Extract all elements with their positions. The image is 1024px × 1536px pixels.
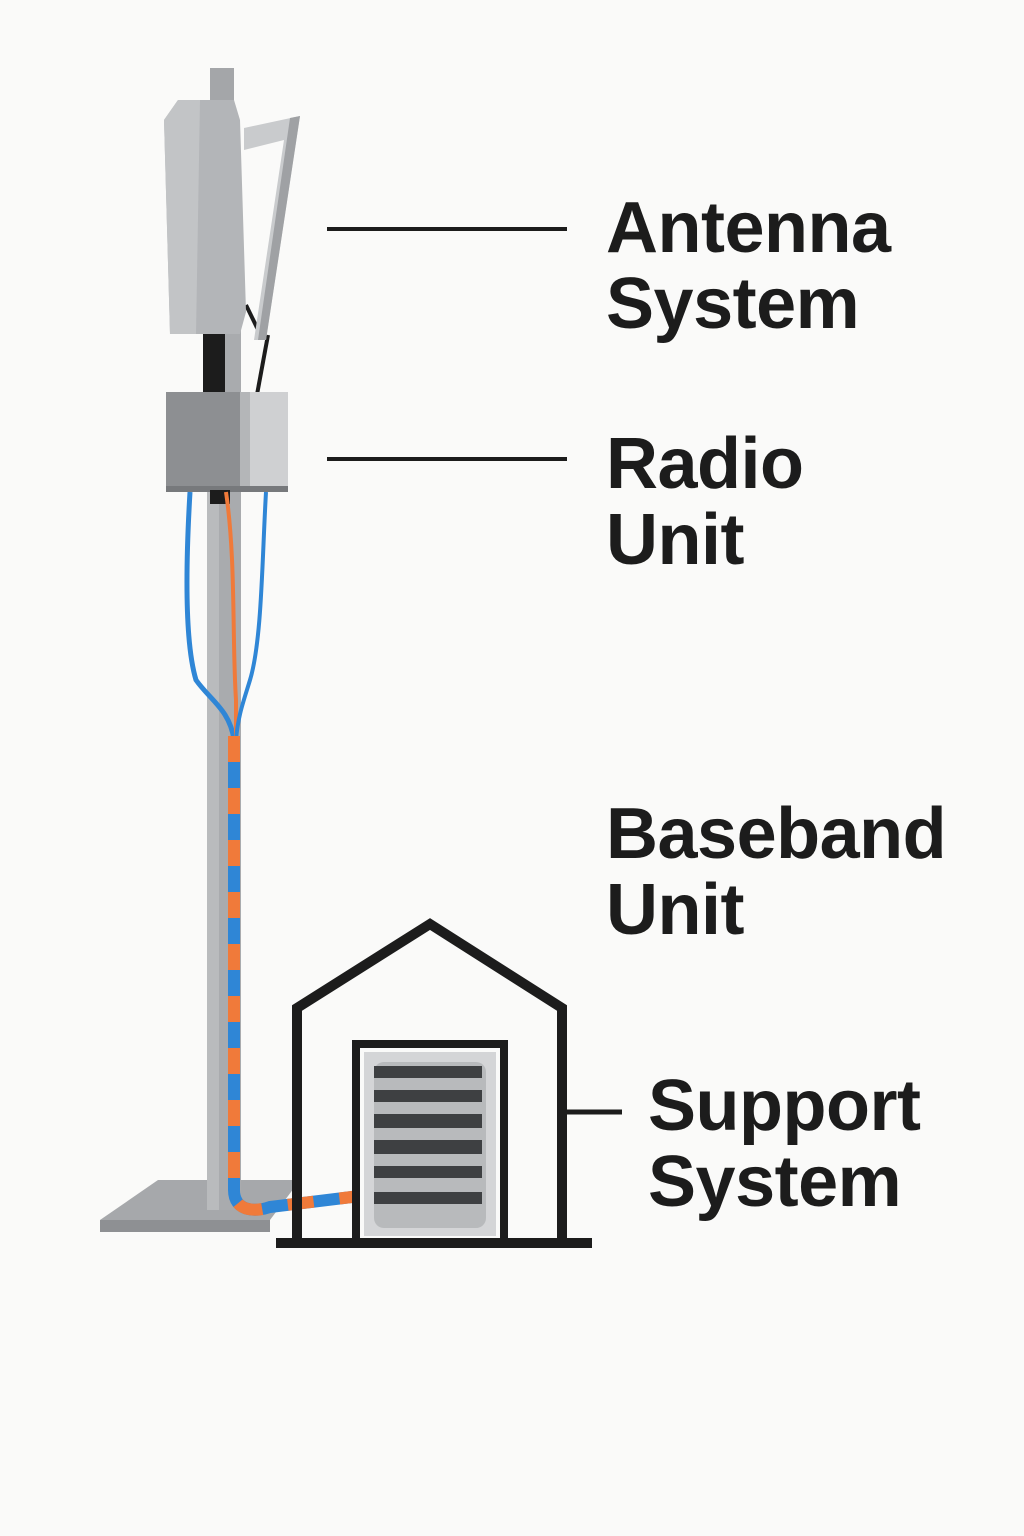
support-label-line2: System (648, 1142, 902, 1222)
baseband-label-line1: Baseband (606, 794, 947, 874)
antenna-label-line1: Antenna (606, 188, 891, 268)
radio-unit-box (166, 392, 288, 504)
radio-unit-label: Radio Unit (606, 426, 804, 578)
fronthaul-cables (184, 491, 268, 741)
feeder-cable-black (203, 330, 225, 400)
antenna-system-label: Antenna System (606, 190, 891, 342)
radio-label-line1: Radio (606, 424, 804, 504)
support-system-label: Support System (648, 1066, 921, 1222)
baseband-rack (352, 1040, 508, 1246)
baseband-label-line2: Unit (606, 870, 744, 950)
radio-label-line2: Unit (606, 500, 744, 580)
antenna-label-line2: System (606, 264, 860, 344)
feeder-cable-thin (254, 334, 270, 401)
antenna-panel (164, 68, 300, 340)
support-label-line1: Support (648, 1066, 921, 1146)
combined-cable (228, 736, 361, 1216)
baseband-unit-label: Baseband Unit (606, 794, 947, 950)
